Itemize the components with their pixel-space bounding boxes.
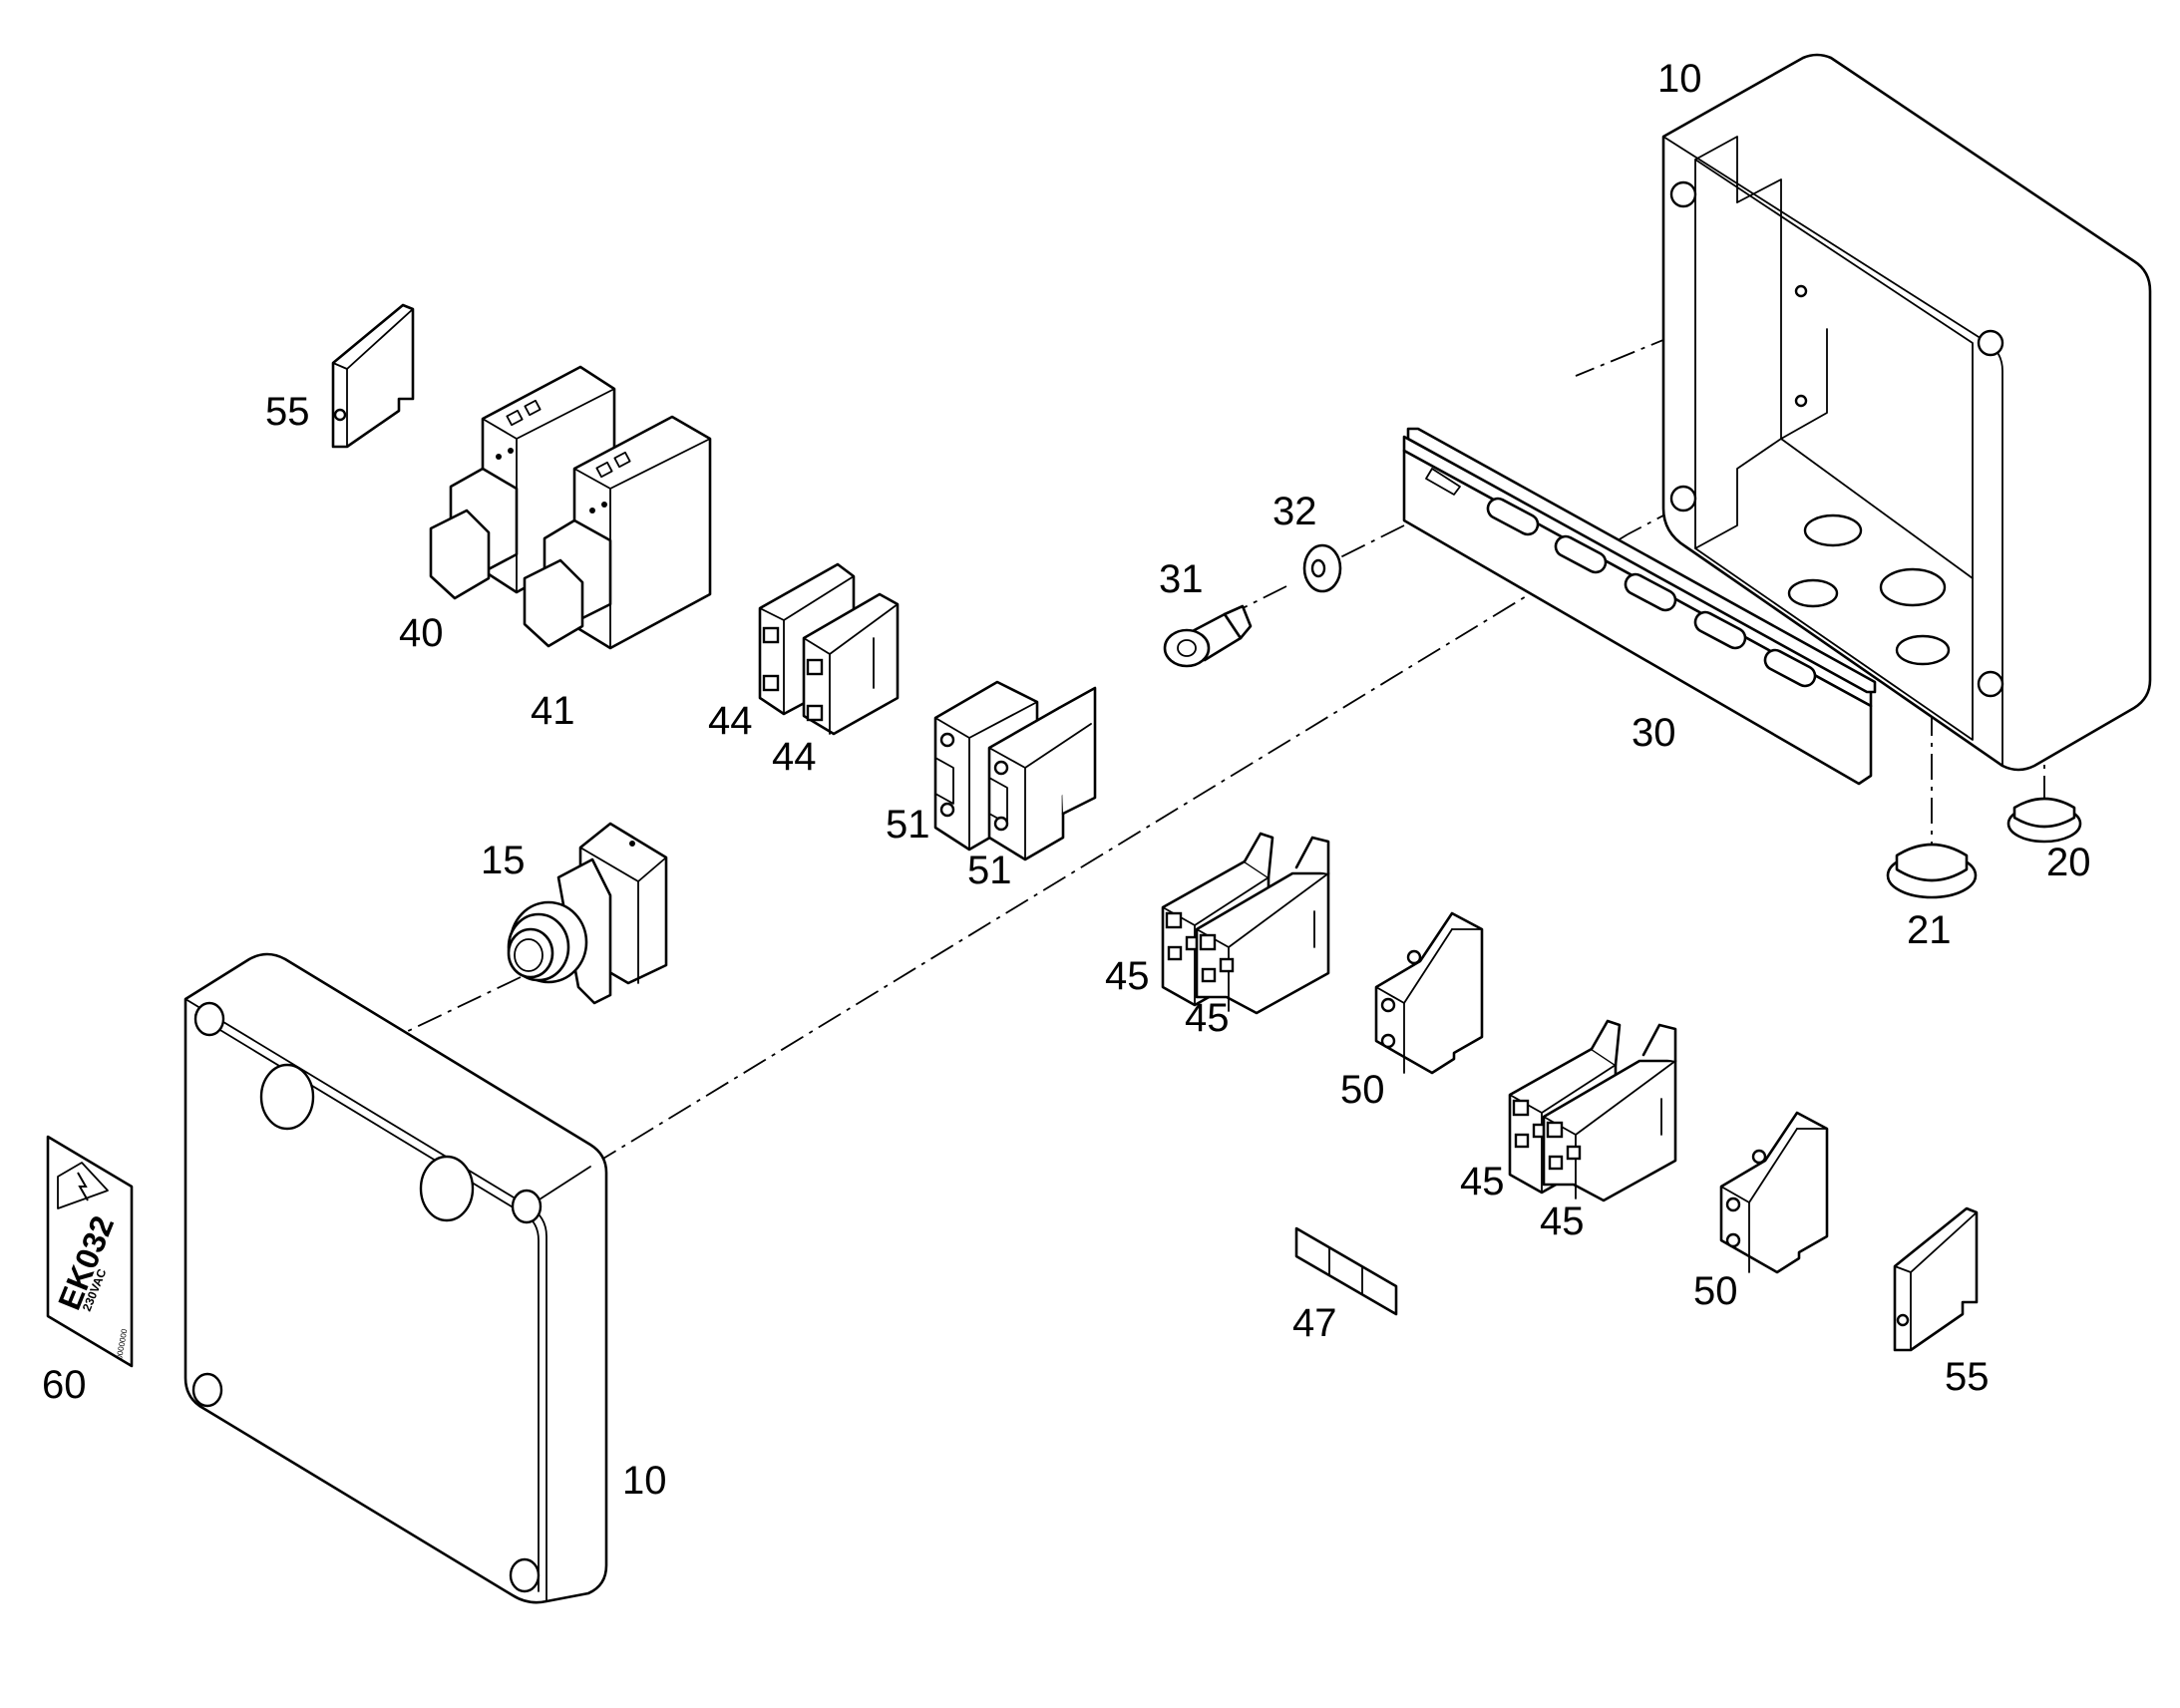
callout-31: 31 — [1159, 557, 1204, 601]
end-cover-55-top — [331, 303, 415, 449]
terminal-block-51a — [933, 680, 1039, 852]
screw-31 — [1163, 604, 1253, 668]
callout-60: 60 — [42, 1363, 87, 1407]
din-rail — [1402, 427, 1877, 786]
callout-50a: 50 — [1340, 1068, 1385, 1112]
callout-40: 40 — [399, 611, 444, 655]
marker-strip-47 — [1294, 1226, 1398, 1316]
callout-10-lid: 10 — [622, 1459, 667, 1503]
plug-21 — [1886, 843, 1978, 899]
plug-20 — [2006, 797, 2082, 844]
callout-20: 20 — [2046, 841, 2091, 884]
terminal-block-50a — [1374, 911, 1484, 1075]
callout-51a: 51 — [886, 803, 930, 847]
callout-45d: 45 — [1540, 1199, 1585, 1243]
enclosure-lid — [183, 952, 608, 1604]
terminal-block-51b — [987, 686, 1097, 861]
terminal-block-45d — [1542, 1023, 1677, 1202]
callout-44a: 44 — [708, 699, 753, 743]
callout-45b: 45 — [1185, 996, 1230, 1040]
callout-45a: 45 — [1105, 954, 1150, 998]
callout-10-box: 10 — [1657, 57, 1702, 101]
callout-47: 47 — [1292, 1301, 1337, 1345]
callout-32: 32 — [1272, 490, 1317, 533]
terminal-block-45b — [1195, 836, 1330, 1015]
callout-45c: 45 — [1460, 1160, 1505, 1203]
washer-32 — [1302, 543, 1342, 593]
callout-44b: 44 — [772, 735, 817, 779]
circuit-breaker-41 — [523, 415, 712, 650]
callout-55a: 55 — [265, 390, 310, 434]
terminal-block-50b — [1719, 1111, 1829, 1274]
warning-label: EK032 230VAC 0000000 — [46, 1135, 134, 1368]
callout-51b: 51 — [967, 849, 1012, 892]
enclosure-box — [1661, 53, 2152, 772]
end-cover-55-bottom — [1893, 1206, 1979, 1352]
callout-21: 21 — [1907, 908, 1952, 952]
circuit-breaker-40 — [429, 365, 616, 600]
callout-50b: 50 — [1693, 1269, 1738, 1313]
callout-41: 41 — [531, 689, 575, 733]
terminal-block-44b — [802, 592, 900, 736]
callout-30: 30 — [1632, 711, 1676, 755]
callout-labels: 10 10 15 20 21 30 31 32 40 41 44 44 45 4… — [42, 57, 2091, 1503]
callout-55b: 55 — [1945, 1355, 1990, 1399]
callout-15: 15 — [481, 839, 526, 882]
pushbutton-15 — [507, 822, 668, 1005]
